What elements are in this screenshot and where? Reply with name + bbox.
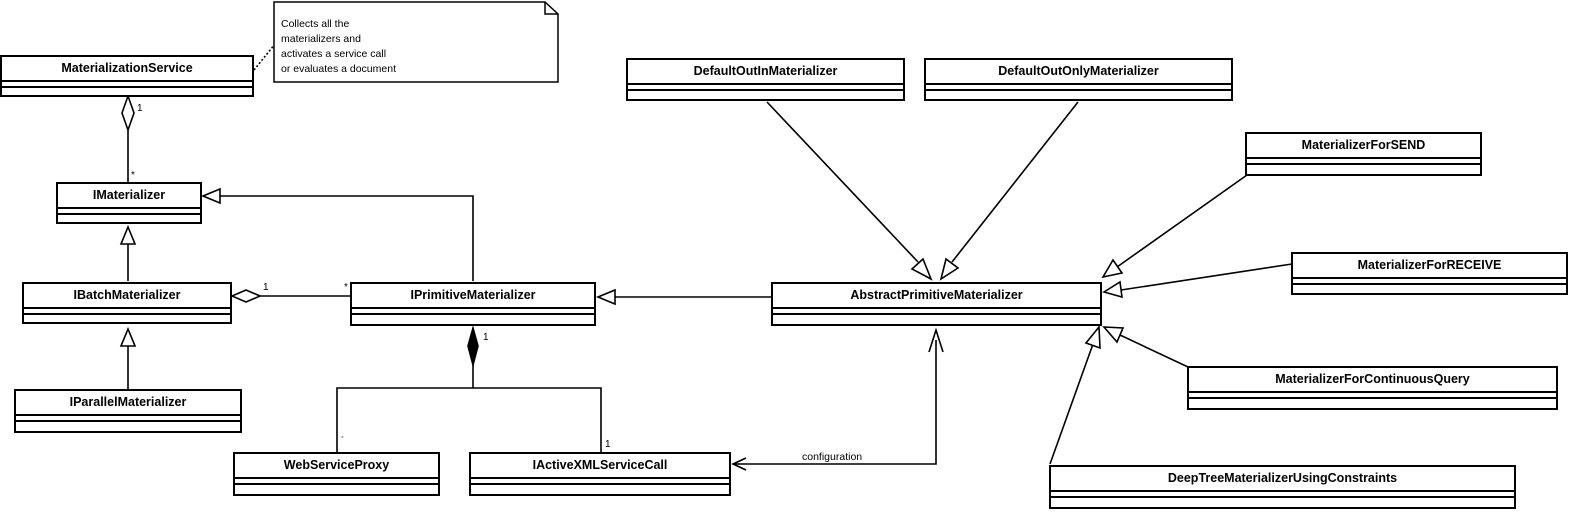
note-text: Collects all the materializers and activ…: [281, 17, 396, 77]
association-arrow-configuration: [731, 457, 747, 471]
class-name: DefaultOutOnlyMaterializer: [998, 64, 1159, 78]
attributes-compartment: [926, 83, 1231, 89]
operations-compartment: [16, 420, 240, 426]
generalization-arrow-outonly: [939, 257, 960, 281]
class-name: IMaterializer: [92, 188, 166, 202]
operations-compartment: [1189, 397, 1556, 403]
class-name: IParallelMaterializer: [69, 395, 187, 409]
generalization-arrow-parallel: [119, 326, 137, 347]
generalization-arrow-outin: [910, 257, 933, 281]
operations-compartment: [471, 483, 729, 489]
operations-compartment: [58, 213, 200, 219]
class-default-out-only-materializer[interactable]: DefaultOutOnlyMaterializer: [924, 58, 1233, 101]
class-name: DeepTreeMaterializerUsingConstraints: [1167, 471, 1398, 485]
class-name: MaterializerForSEND: [1301, 138, 1426, 152]
class-name: DefaultOutInMaterializer: [693, 64, 838, 78]
operations-compartment: [773, 313, 1100, 319]
generalization-line-primitive: [220, 195, 474, 281]
class-iparallel-materializer[interactable]: IParallelMaterializer: [14, 389, 242, 433]
attributes-compartment: [58, 207, 200, 213]
composition-line-proxy: [336, 387, 473, 452]
composition-diamond-primitive: [467, 325, 479, 369]
generalization-arrow-receive: [1102, 280, 1123, 299]
note-connector: [253, 43, 276, 71]
operations-compartment: [1247, 163, 1480, 169]
class-name: AbstractPrimitiveMaterializer: [850, 288, 1023, 302]
attributes-compartment: [24, 307, 230, 313]
generalization-line-outin: [766, 101, 919, 263]
association-line-configuration: [733, 340, 937, 465]
generalization-arrow-abstract: [595, 288, 616, 306]
generalization-arrow-primitive: [200, 187, 221, 205]
attributes-compartment: [1189, 391, 1556, 397]
class-default-out-in-materializer[interactable]: DefaultOutInMaterializer: [626, 58, 905, 101]
class-name: MaterializerForRECEIVE: [1357, 258, 1502, 272]
operations-compartment: [24, 313, 230, 319]
attributes-compartment: [352, 307, 594, 313]
class-iprimitive-materializer[interactable]: IPrimitiveMaterializer: [350, 282, 596, 326]
attributes-compartment: [1051, 490, 1514, 496]
operations-compartment: [352, 313, 594, 319]
class-name: MaterializerForContinuousQuery: [1275, 372, 1470, 386]
attributes-compartment: [235, 477, 438, 483]
aggregation-diamond-service: [121, 93, 135, 133]
class-name: IActiveXMLServiceCall: [532, 458, 668, 472]
generalization-line-continuous: [1119, 334, 1189, 368]
class-ibatch-materializer[interactable]: IBatchMaterializer: [22, 282, 232, 324]
class-name: MaterializationService: [61, 61, 193, 75]
class-name: WebServiceProxy: [283, 458, 390, 472]
generalization-line-receive: [1120, 263, 1293, 291]
class-name: IPrimitiveMaterializer: [410, 288, 536, 302]
note-line: or evaluates a document: [281, 63, 396, 75]
note-shape: [273, 1, 559, 83]
attributes-compartment: [773, 307, 1100, 313]
operations-compartment: [628, 89, 903, 95]
class-iactive-xml-service-call[interactable]: IActiveXMLServiceCall: [469, 452, 731, 496]
class-deep-tree-materializer-using-constraints[interactable]: DeepTreeMaterializerUsingConstraints: [1049, 465, 1516, 509]
attributes-compartment: [471, 477, 729, 483]
class-materializer-for-receive[interactable]: MaterializerForRECEIVE: [1291, 252, 1568, 295]
aggregation-diamond-batch: [229, 289, 263, 303]
generalization-arrow-send: [1101, 258, 1124, 279]
attributes-compartment: [2, 80, 252, 86]
operations-compartment: [926, 89, 1231, 95]
note-line: activates a service call: [281, 48, 387, 60]
attributes-compartment: [16, 414, 240, 420]
operations-compartment: [2, 86, 252, 92]
generalization-line-outonly: [951, 101, 1079, 263]
operations-compartment: [1051, 496, 1514, 502]
generalization-arrow-batch: [119, 224, 137, 245]
note-line: Collects all the: [281, 18, 350, 30]
multiplicity-batch-one: 1: [263, 282, 269, 293]
multiplicity-proxy-mark: ´: [341, 436, 345, 447]
class-materializer-for-send[interactable]: MaterializerForSEND: [1245, 132, 1482, 176]
note-line: materializers and: [281, 33, 361, 45]
multiplicity-service-many: *: [131, 170, 135, 181]
operations-compartment: [235, 483, 438, 489]
class-imaterializer[interactable]: IMaterializer: [56, 182, 202, 224]
class-abstract-primitive-materializer[interactable]: AbstractPrimitiveMaterializer: [771, 282, 1102, 326]
multiplicity-call-one: 1: [605, 439, 611, 450]
attributes-compartment: [1293, 277, 1566, 283]
multiplicity-batch-many: *: [344, 282, 348, 293]
class-materializer-for-continuous-query[interactable]: MaterializerForContinuousQuery: [1187, 366, 1558, 410]
class-web-service-proxy[interactable]: WebServiceProxy: [233, 452, 440, 496]
association-label-configuration: configuration: [802, 451, 863, 463]
attributes-compartment: [1247, 157, 1480, 163]
generalization-line-send: [1116, 174, 1248, 268]
attributes-compartment: [628, 83, 903, 89]
class-materialization-service[interactable]: MaterializationService: [0, 55, 254, 97]
class-name: IBatchMaterializer: [73, 288, 181, 302]
generalization-line-deeptree: [1049, 343, 1094, 465]
operations-compartment: [1293, 283, 1566, 289]
multiplicity-service-one: 1: [137, 103, 143, 114]
generalization-arrow-deeptree: [1084, 324, 1101, 350]
multiplicity-primitive-one: 1: [483, 332, 489, 343]
generalization-arrow-continuous: [1102, 326, 1125, 344]
association-arrow-abstract: [928, 327, 944, 353]
composition-line-call: [473, 387, 602, 452]
